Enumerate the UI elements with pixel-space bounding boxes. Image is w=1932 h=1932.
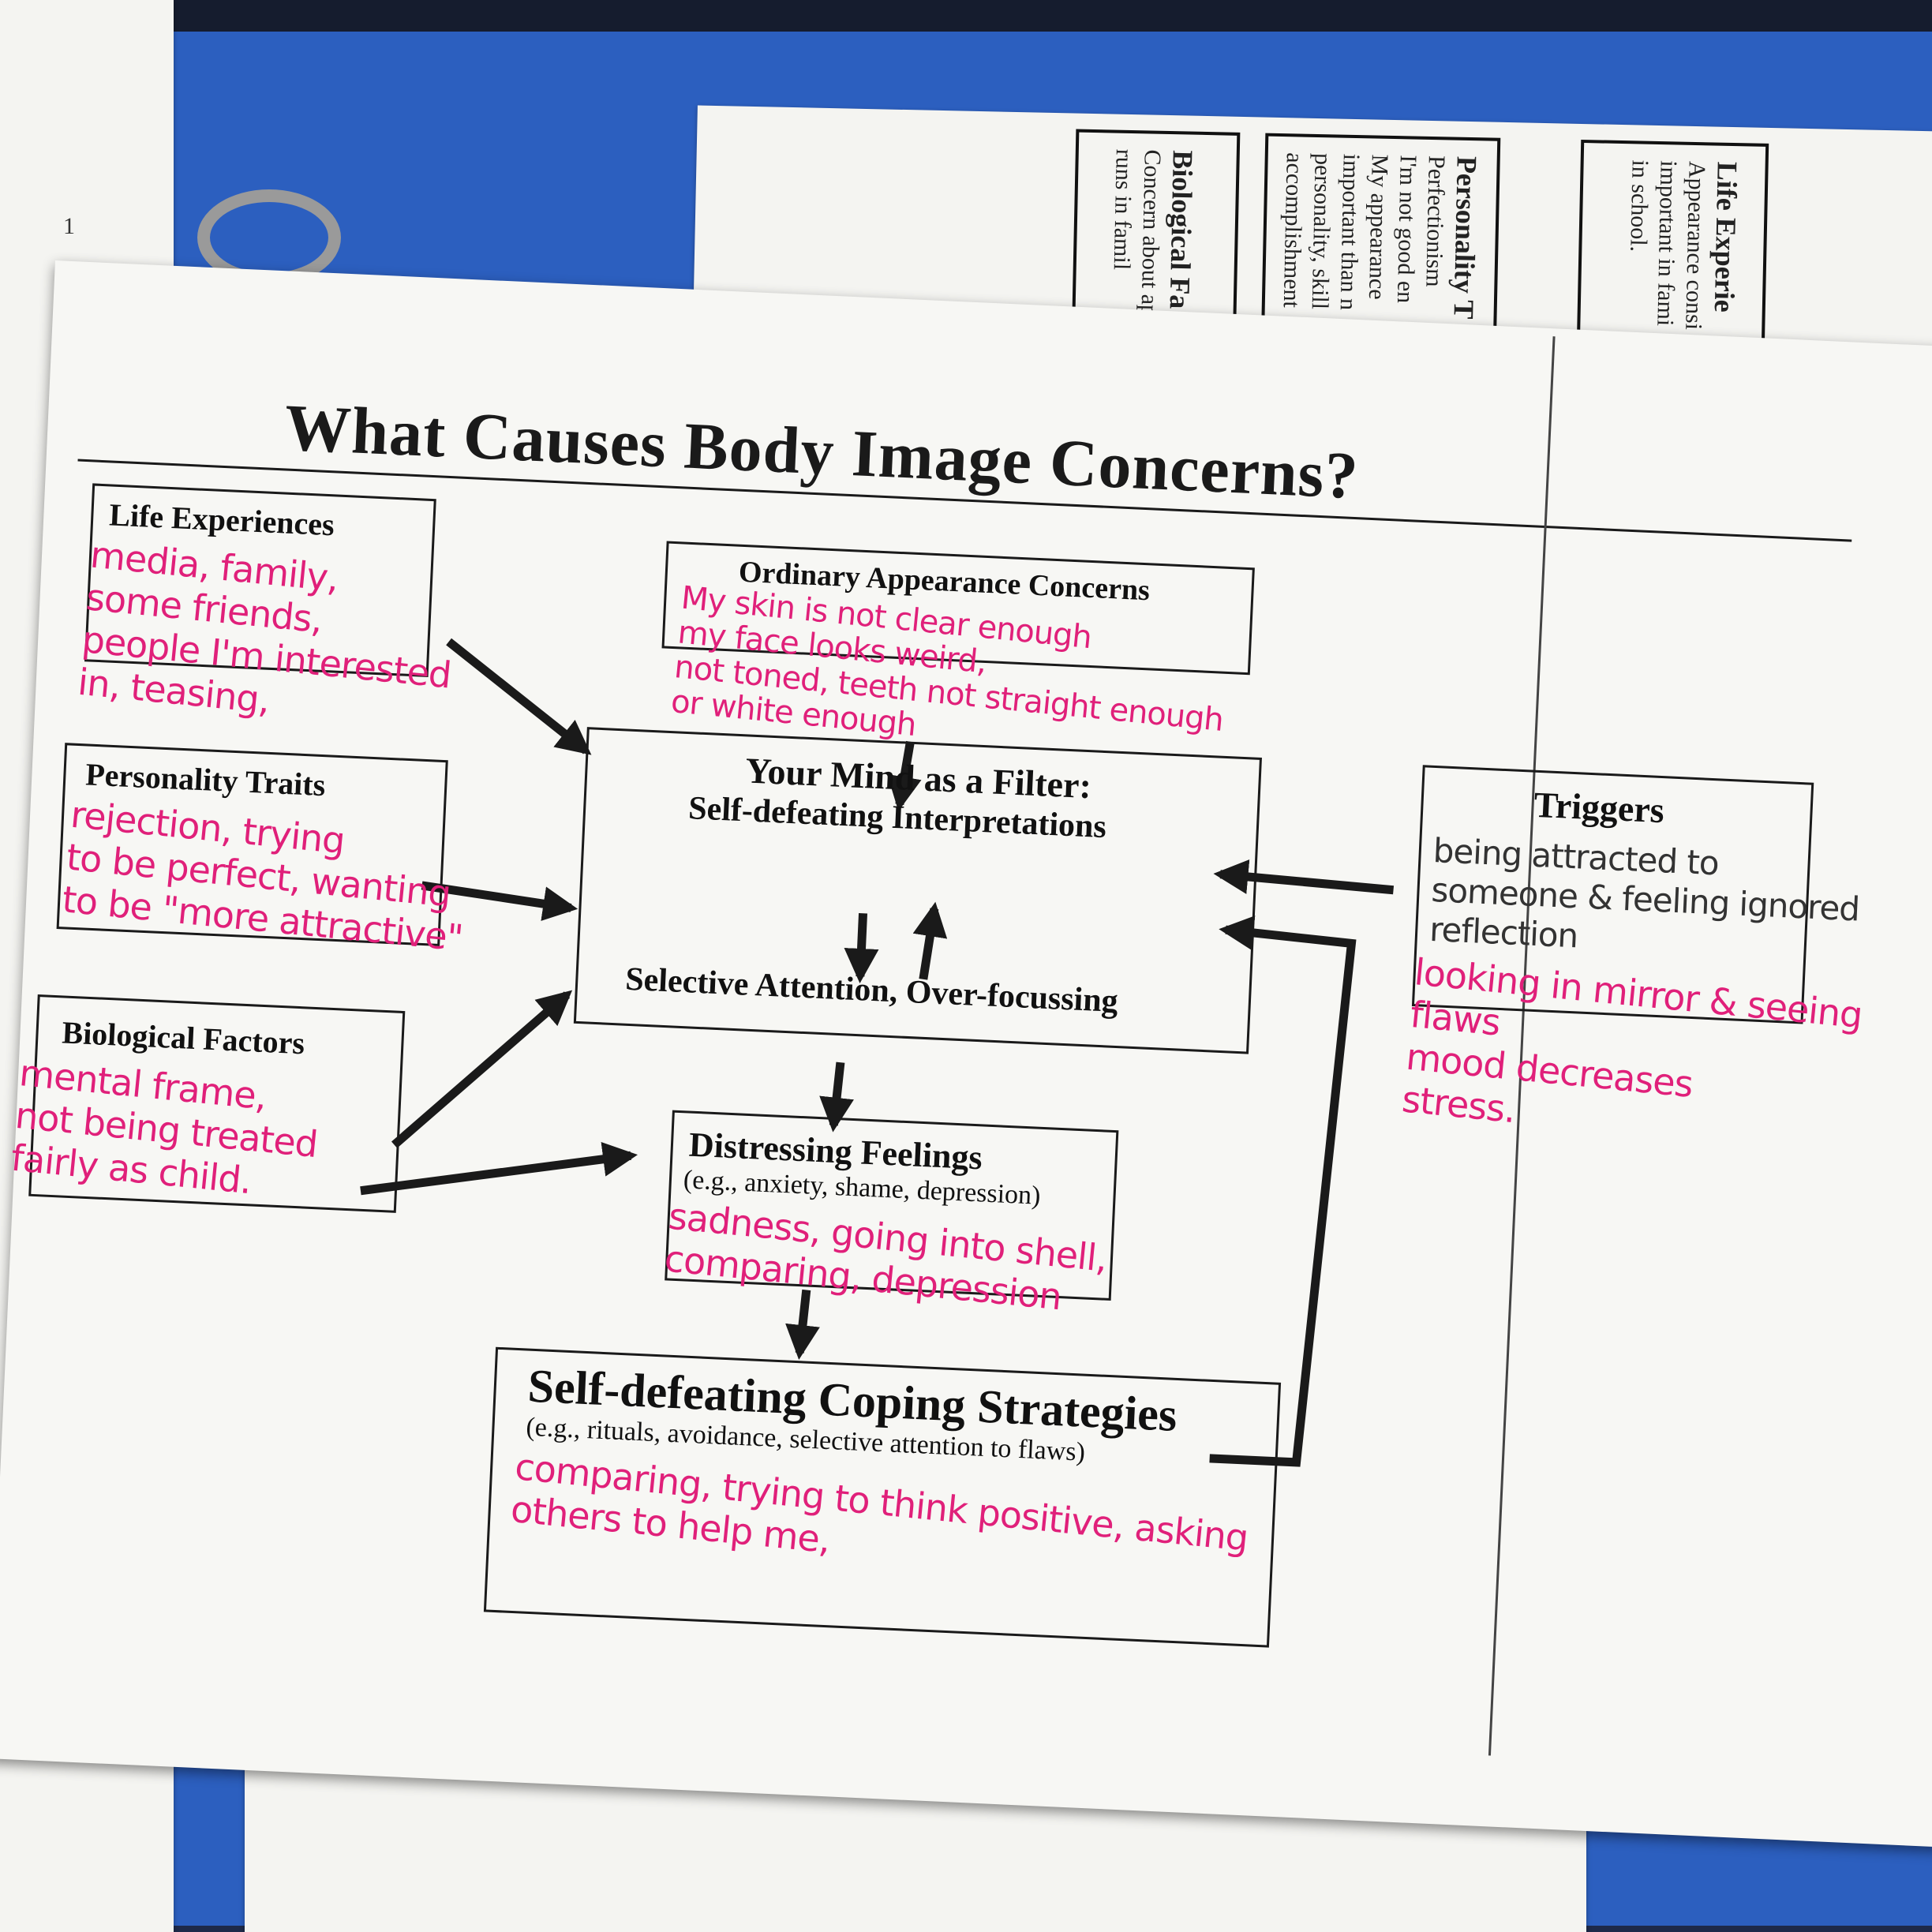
back-text-biological: Biological Fa Concern about app runs in … (1108, 148, 1199, 328)
life-experiences-box: Life Experiences media, family, some fri… (76, 483, 453, 721)
triggers-box: Triggers being attracted to someone & fe… (1400, 765, 1864, 1131)
diagram-arrows (360, 638, 1395, 1467)
mind-filter-box: Your Mind as a Filter: Self-defeating In… (573, 727, 1262, 1054)
personality-traits-box: Personality Traits rejection, trying to … (56, 743, 464, 960)
arrow-distress-to-coping (785, 1289, 820, 1360)
biological-factors-note: mental frame, not being treated fairly a… (9, 1051, 320, 1203)
biological-factors-heading: Biological Factors (61, 1014, 306, 1061)
arrow-biological-to-filter (391, 990, 573, 1148)
life-experiences-heading: Life Experiences (108, 496, 335, 543)
arrow-filter-down (844, 913, 879, 983)
personality-traits-heading: Personality Traits (84, 756, 327, 803)
worksheet: What Causes Body Image Concerns? Life Ex… (0, 260, 1932, 1848)
life-experiences-note: media, family, some friends, people I'm … (76, 533, 453, 722)
triggers-note-pencil: being attracted to someone & feeling ign… (1428, 830, 1861, 956)
coping-strategies-note: comparing, trying to think positive, ask… (508, 1445, 1250, 1562)
coping-strategies-box: Self-defeating Coping Strategies (e.g., … (483, 1346, 1282, 1648)
arrow-personality-to-filter (421, 881, 578, 921)
distressing-feelings-box: Distressing Feelings (e.g., anxiety, sha… (663, 1110, 1119, 1318)
arrow-filter-up (912, 901, 948, 980)
back-text-life: Life Experie Appearance consi important … (1625, 159, 1743, 331)
page-number: 1 (63, 213, 75, 239)
biological-factors-box: Biological Factors mental frame, not bei… (9, 994, 406, 1213)
triggers-heading: Triggers (1533, 784, 1665, 831)
arrow-life-to-filter (446, 638, 592, 755)
arrow-filter-to-distress (819, 1061, 854, 1133)
arrow-concerns-to-filter (887, 740, 922, 811)
arrow-coping-feedback (1209, 915, 1357, 1467)
arrow-biological-to-distress (360, 1141, 638, 1196)
mind-filter-bottom: Selective Attention, Over-focussing (624, 960, 1119, 1020)
back-text-personality: Personality T Perfectionism I'm not good… (1278, 152, 1483, 320)
arrow-triggers-to-filter (1213, 859, 1395, 895)
